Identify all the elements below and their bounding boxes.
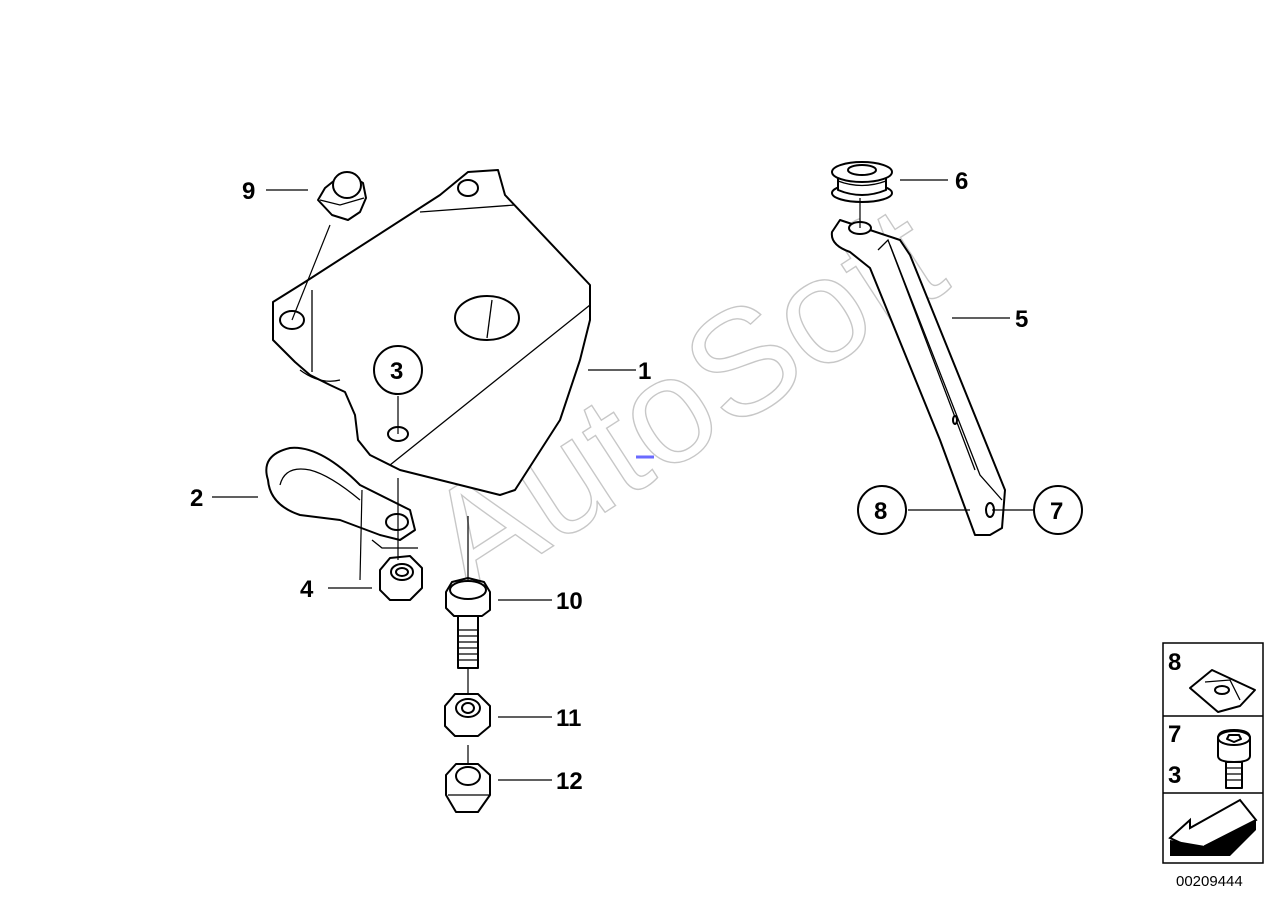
part-5-bracket[interactable] xyxy=(830,219,1006,536)
clip-nut-icon xyxy=(1189,669,1256,713)
callout-6: 6 xyxy=(955,168,968,195)
part-10-bolt[interactable] xyxy=(445,577,491,669)
diagram-id: 00209444 xyxy=(1176,873,1243,890)
socket-screw-icon xyxy=(1217,729,1251,789)
leader-lines xyxy=(212,179,1034,781)
callout-1: 1 xyxy=(638,358,651,385)
legend-label-7: 7 xyxy=(1168,721,1181,748)
part-1-bracket[interactable] xyxy=(272,169,591,496)
legend-label-8: 8 xyxy=(1168,649,1181,676)
callout-12: 12 xyxy=(556,768,583,795)
part-4-nut[interactable] xyxy=(379,555,423,601)
direction-arrow-icon xyxy=(1168,798,1258,856)
callout-7: 7 xyxy=(1050,498,1063,525)
callout-3: 3 xyxy=(390,358,403,385)
callout-2: 2 xyxy=(190,485,203,512)
callout-7-circle xyxy=(1033,485,1083,535)
legend-panel: 8 7 3 xyxy=(1162,642,1264,864)
callout-5: 5 xyxy=(1015,306,1028,333)
part-11-nut[interactable] xyxy=(444,693,491,737)
legend-label-3: 3 xyxy=(1168,762,1181,789)
callout-8-circle xyxy=(857,485,907,535)
callout-11: 11 xyxy=(556,705,581,732)
part-9-cap-nut[interactable] xyxy=(317,171,367,221)
callout-4: 4 xyxy=(300,576,314,603)
part-6-grommet[interactable] xyxy=(831,161,893,203)
callout-10: 10 xyxy=(556,588,583,615)
part-12-cap-nut[interactable] xyxy=(445,763,491,813)
part-2-clamp[interactable] xyxy=(265,446,418,549)
callout-9: 9 xyxy=(242,178,255,205)
callout-3-circle xyxy=(373,345,423,395)
callout-8: 8 xyxy=(874,498,887,525)
